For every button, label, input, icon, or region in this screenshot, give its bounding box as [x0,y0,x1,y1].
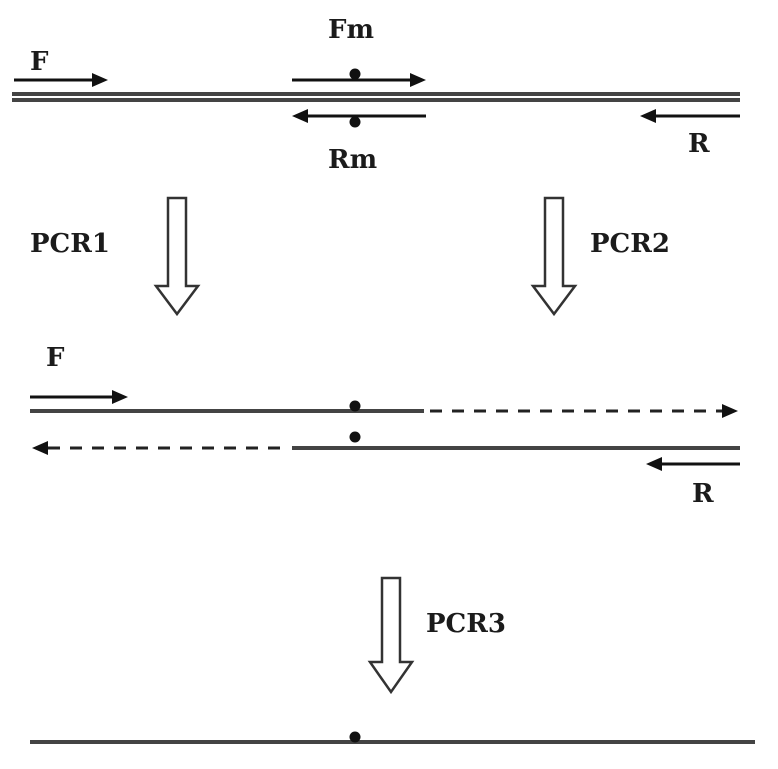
primer-fm-arrowhead [410,73,426,87]
primer-fm-forward [292,68,426,87]
label-f-top: F [30,47,49,77]
dashed-arrowhead-right [722,404,738,418]
stage-3-final-product [30,731,755,744]
stage-1-template: F Fm Rm R [12,15,740,175]
primer-r-reverse [640,109,740,123]
label-r-top: R [688,129,710,159]
label-rm: Rm [328,145,377,175]
mutation-dot-product2 [349,431,361,443]
label-pcr2: PCR2 [590,229,670,259]
primer-f-arrowhead [92,73,108,87]
label-pcr3: PCR3 [426,609,506,639]
primer-rm-arrowhead [292,109,308,123]
pcr2-step: PCR2 [530,196,670,317]
label-fm: Fm [328,15,374,45]
pcr2-block-arrow [530,196,578,317]
primer-r2-arrowhead [646,457,662,471]
primer-rm-reverse [292,109,426,128]
primer-r-stage2 [646,457,740,471]
extension-dashed-left [32,441,288,455]
mutation-dot-fm [349,68,361,80]
label-f-mid: F [46,343,65,373]
mutation-dot-rm [349,116,361,128]
label-pcr1: PCR1 [30,229,110,259]
label-r-mid: R [692,479,714,509]
pcr1-block-arrow [153,196,201,317]
primer-f2-arrowhead [112,390,128,404]
mutation-dot-product1 [349,400,361,412]
primer-f-stage2 [30,390,128,404]
mutation-dot-final [349,731,361,743]
pcr3-step: PCR3 [367,576,506,695]
primer-f-forward [14,73,108,87]
stage-2-products: F R [30,343,740,509]
dashed-arrowhead-left [32,441,48,455]
pcr1-step: PCR1 [30,196,201,317]
primer-r-arrowhead [640,109,656,123]
extension-dashed-right [430,404,738,418]
pcr3-block-arrow [367,576,415,695]
